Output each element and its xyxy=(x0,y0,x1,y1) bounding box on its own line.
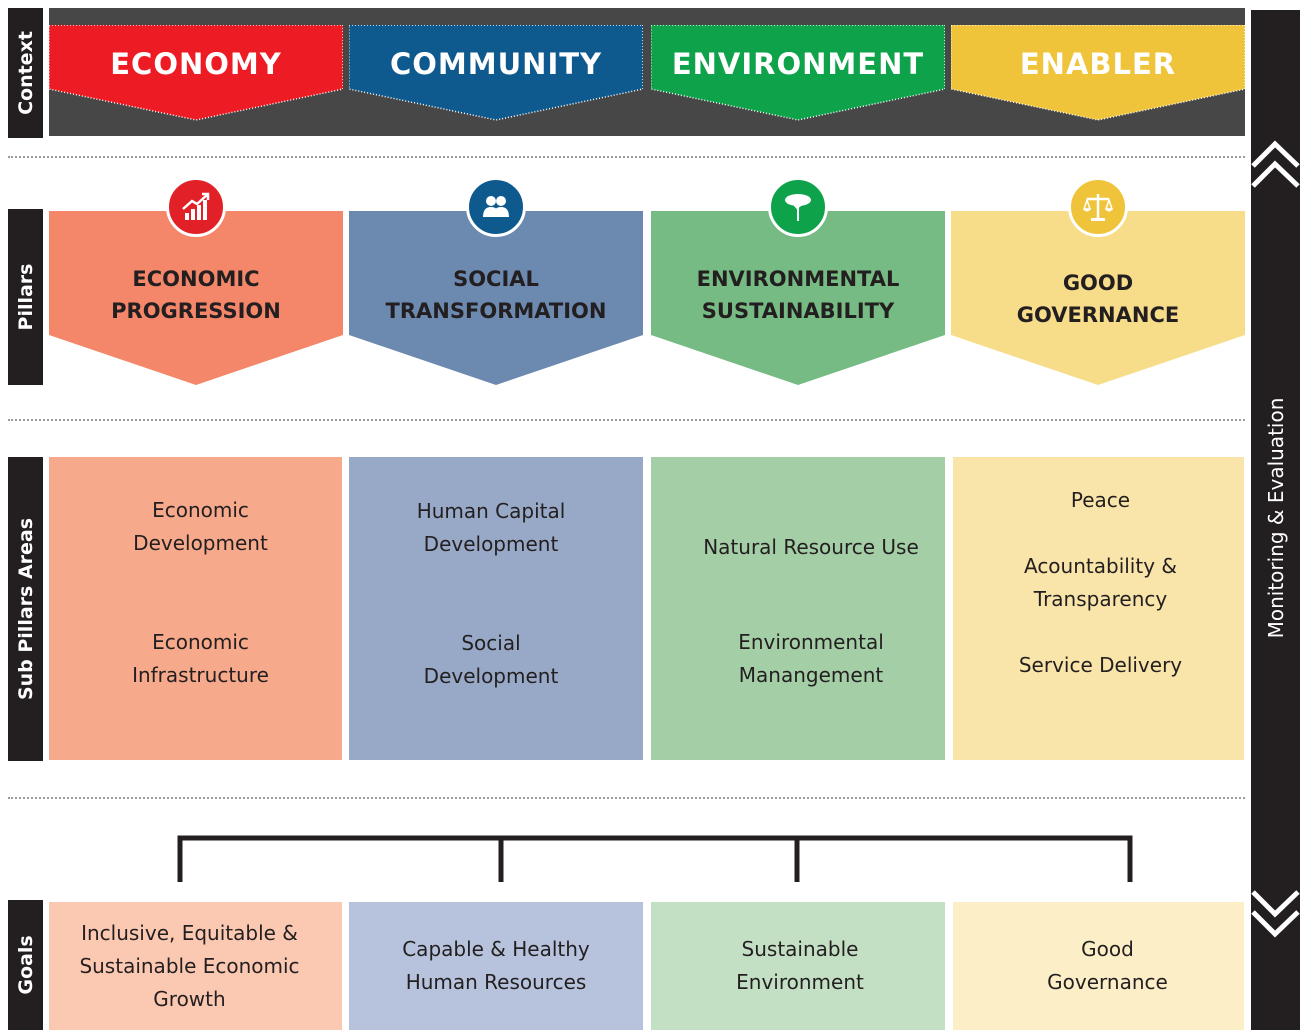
separator-line xyxy=(8,156,1245,158)
pillar-title-line: SOCIAL xyxy=(453,267,539,291)
sub-pillar-text: Development xyxy=(423,664,559,688)
goals-bracket-connector xyxy=(177,835,1133,882)
goal-text-line: Inclusive, Equitable & xyxy=(81,920,298,945)
goal-text-line: Good xyxy=(1081,937,1134,961)
growth-chart-icon xyxy=(166,177,226,237)
sub-pillar-text: Economic xyxy=(152,498,249,522)
pillar-economic-progression: ECONOMIC PROGRESSION xyxy=(49,211,343,386)
goal-text-line: Capable & Healthy xyxy=(402,937,590,961)
sub-pillar-text: Acountability & xyxy=(1023,554,1177,578)
sub-pillar-text: Peace xyxy=(1070,488,1131,512)
sub-pillar-text: Natural Resource Use xyxy=(703,535,919,559)
sub-pillar-text: Social xyxy=(461,631,521,655)
people-icon xyxy=(466,177,526,237)
separator-line xyxy=(8,797,1245,799)
sub-pillar-text: Infrastructure xyxy=(132,663,269,687)
goal-text-line: Human Resources xyxy=(405,970,587,994)
pillar-title-line: TRANSFORMATION xyxy=(385,299,607,323)
row-label-goals: Goals xyxy=(8,900,43,1030)
double-chevron-down-icon xyxy=(1251,890,1300,938)
sub-pillar-item: Service Delivery xyxy=(957,649,1244,682)
goal-text-line: Governance xyxy=(1047,970,1168,994)
pillar-title-line: SUSTAINABILITY xyxy=(701,299,895,323)
sub-pillar-text: Manangement xyxy=(738,663,884,687)
context-label: ENABLER xyxy=(1019,47,1177,81)
row-label-goals-text: Goals xyxy=(14,935,37,995)
context-label: ECONOMY xyxy=(110,47,282,81)
sub-pillar-text: Human Capital xyxy=(416,499,566,523)
goal-text-line: Sustainable Economic xyxy=(79,953,300,978)
pillar-title-line: GOVERNANCE xyxy=(1016,303,1180,327)
sub-pillar-text: Economic xyxy=(152,630,249,654)
goal-text-line: Environment xyxy=(736,970,864,994)
context-enabler: ENABLER xyxy=(951,25,1245,121)
sub-pillar-text: Service Delivery xyxy=(1018,653,1183,677)
sub-pillar-item: Peace xyxy=(957,484,1244,517)
goal-text-line: Sustainable xyxy=(741,937,859,961)
goal-text: Inclusive, Equitable & Sustainable Econom… xyxy=(79,917,299,1016)
pillar-title-line: ENVIRONMENTAL xyxy=(696,267,900,291)
context-community: COMMUNITY xyxy=(349,25,643,121)
monitoring-evaluation-bar: Monitoring & Evaluation xyxy=(1251,10,1300,1030)
pillar-title-line: PROGRESSION xyxy=(111,299,281,323)
goal-box: Inclusive, Equitable & Sustainable Econom… xyxy=(49,902,342,1030)
context-label: COMMUNITY xyxy=(389,47,603,81)
sub-pillar-text: Development xyxy=(423,532,559,556)
scales-icon xyxy=(1068,177,1128,237)
pillar-environmental-sustainability: ENVIRONMENTAL SUSTAINABILITY xyxy=(651,211,945,386)
separator-line xyxy=(8,419,1245,421)
pillar-title-line: GOOD xyxy=(1062,271,1134,295)
row-label-sub-pillars: Sub Pillars Areas xyxy=(8,457,43,761)
context-label: ENVIRONMENT xyxy=(671,47,925,81)
context-economy: ECONOMY xyxy=(49,25,343,121)
tree-icon xyxy=(768,177,828,237)
double-chevron-up-icon xyxy=(1251,140,1300,188)
row-label-pillars: Pillars xyxy=(8,209,43,385)
sub-pillar-item: Natural Resource Use xyxy=(677,531,945,564)
row-label-context: Context xyxy=(8,8,43,138)
sub-pillar-item: Acountability & Transparency xyxy=(957,550,1244,616)
row-label-pillars-text: Pillars xyxy=(14,263,37,331)
row-label-sub-pillars-text: Sub Pillars Areas xyxy=(14,517,37,701)
monitoring-evaluation-label: Monitoring & Evaluation xyxy=(1263,397,1288,639)
row-label-context-text: Context xyxy=(14,31,37,115)
pillar-title-line: ECONOMIC xyxy=(132,267,260,291)
pillar-social-transformation: SOCIAL TRANSFORMATION xyxy=(349,211,643,386)
goal-text-line: Growth xyxy=(153,986,226,1011)
context-environment: ENVIRONMENT xyxy=(651,25,945,121)
sub-pillar-text: Development xyxy=(133,531,268,555)
pillar-good-governance: GOOD GOVERNANCE xyxy=(951,211,1245,386)
sub-pillar-text: Environmental xyxy=(738,630,884,654)
sub-pillar-text: Transparency xyxy=(1033,587,1168,611)
